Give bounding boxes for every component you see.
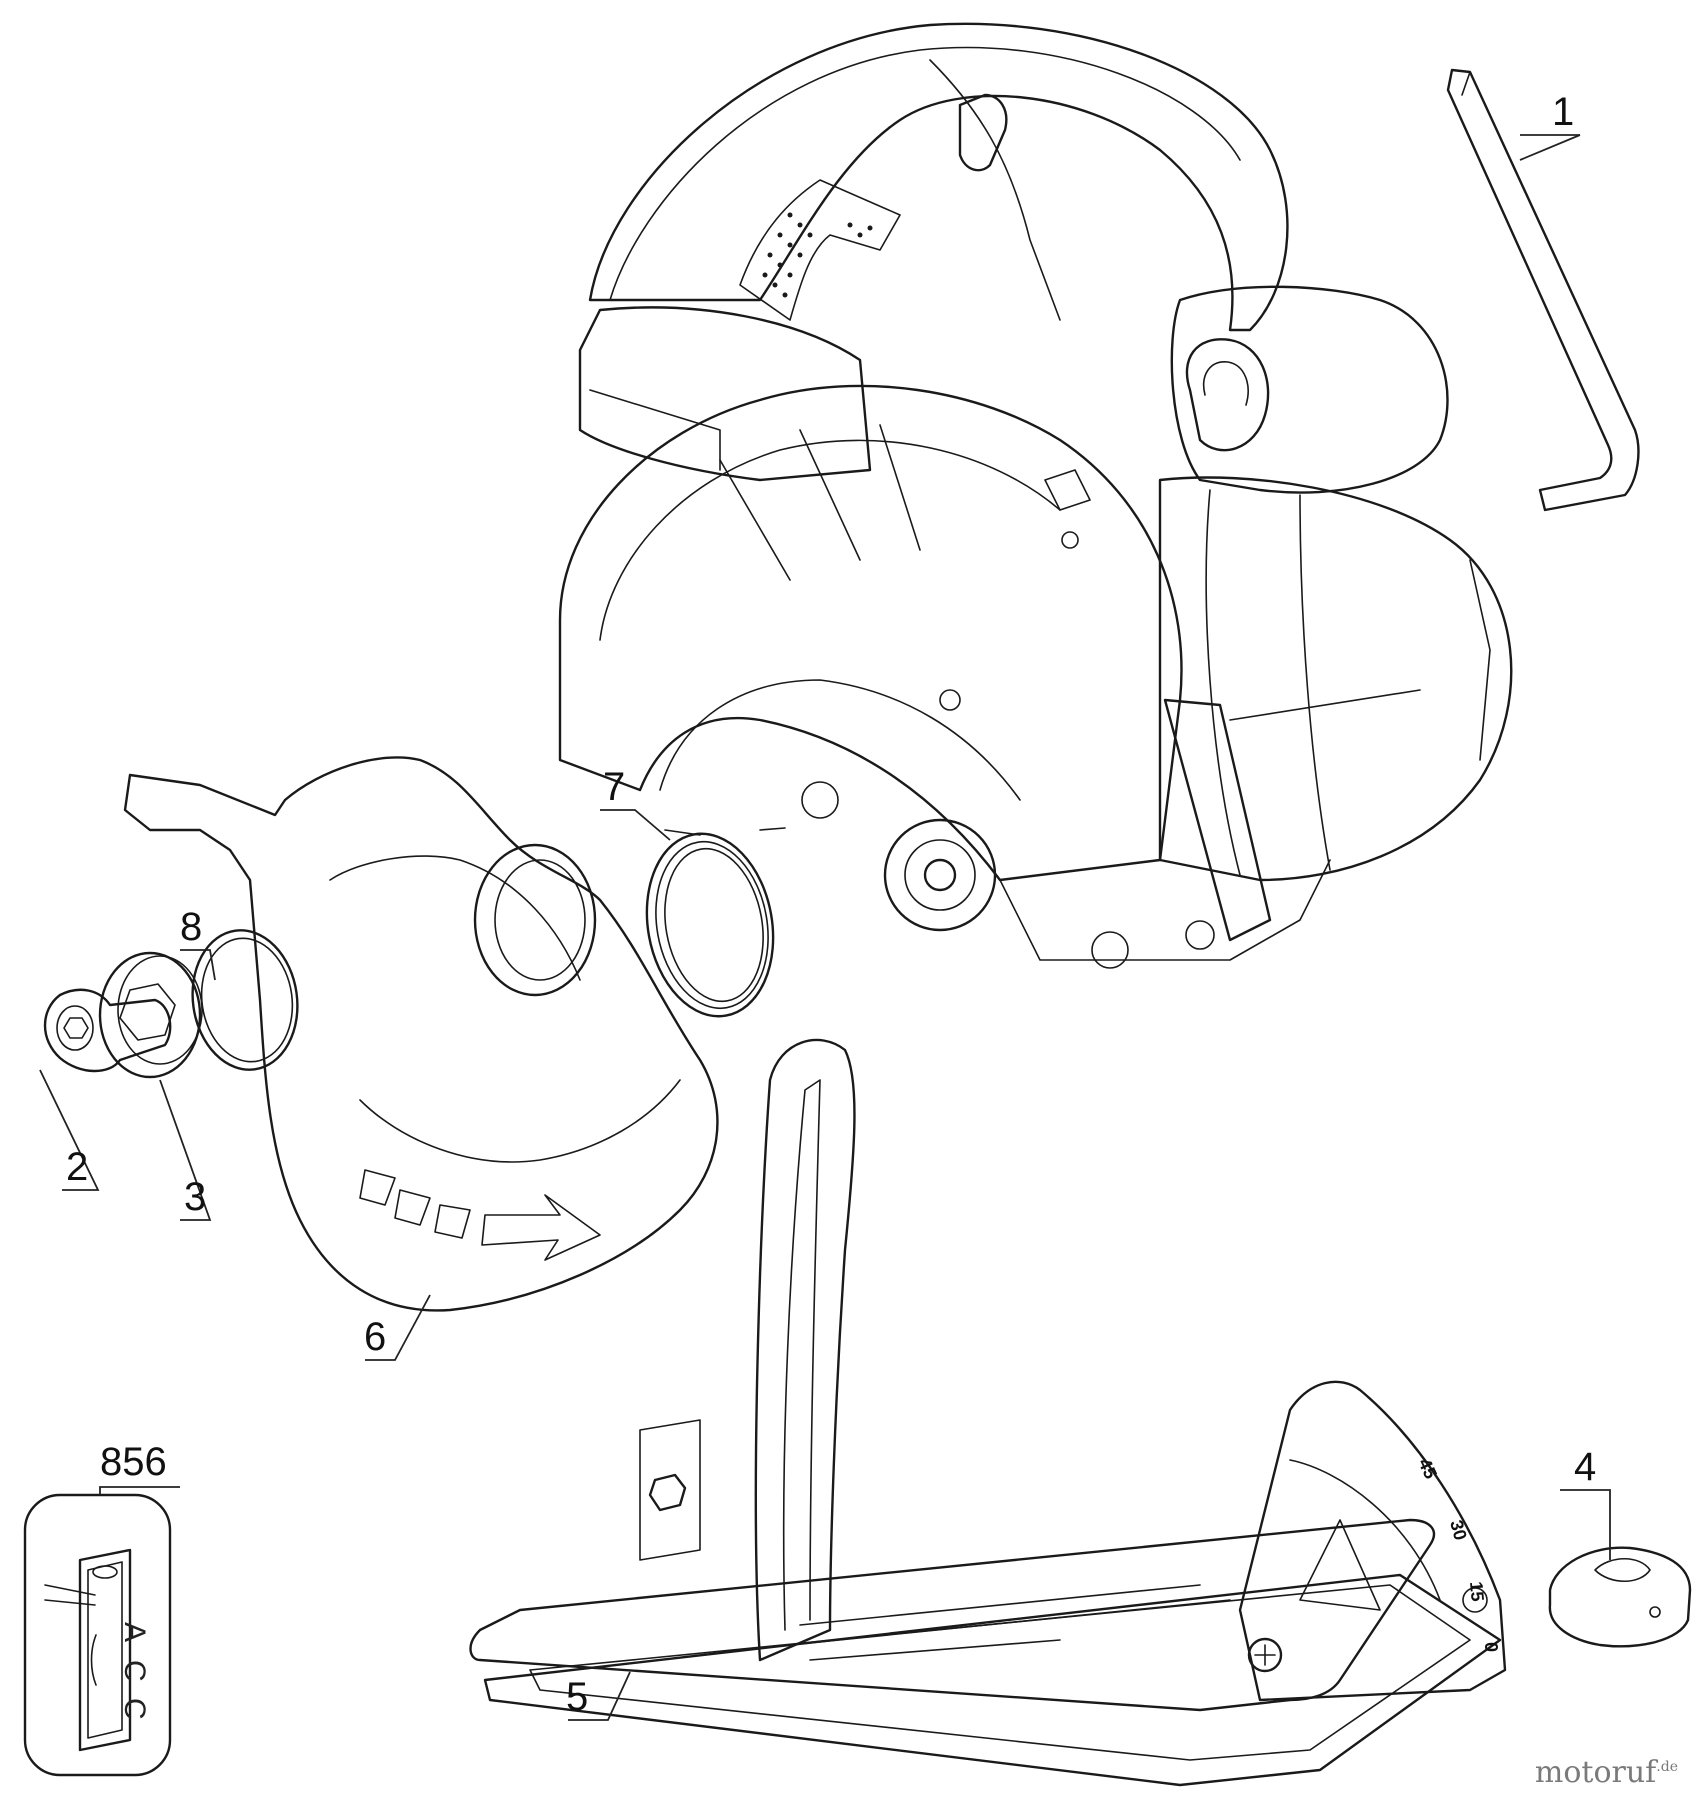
label-part-2: 2 (66, 1145, 88, 1189)
part-7-spring (645, 827, 786, 1018)
label-part-3: 3 (184, 1175, 206, 1219)
label-part-7: 7 (603, 765, 625, 809)
tag-letter-c2: C (118, 1698, 151, 1720)
tag-letter-c1: C (118, 1660, 151, 1682)
bevel-mark-0: 0 (1481, 1642, 1501, 1652)
part-4-knob (1548, 1546, 1692, 1648)
watermark-suffix: .de (1656, 1759, 1678, 1775)
bevel-mark-30: 30 (1446, 1518, 1471, 1543)
label-part-4: 4 (1574, 1445, 1596, 1489)
label-part-8: 8 (180, 905, 202, 949)
bevel-mark-15: 15 (1466, 1581, 1488, 1603)
label-part-856: 856 (100, 1440, 167, 1484)
part-8-ring (191, 929, 299, 1071)
label-part-1: 1 (1552, 90, 1574, 134)
watermark-name: motoruf (1534, 1755, 1657, 1790)
part-856-accessory-tag: A C C (23, 1493, 172, 1777)
part-3-outer-washer (98, 951, 203, 1079)
label-part-5: 5 (566, 1675, 588, 1719)
tag-letter-a: A (118, 1622, 151, 1642)
part-1-hex-key (1446, 68, 1640, 512)
part-6-lower-guard (123, 756, 719, 1312)
part-5-base-shoe: 45 30 15 0 (469, 1038, 1507, 1787)
label-part-6: 6 (364, 1315, 386, 1359)
part-2-blade-bolt (43, 988, 172, 1073)
saw-body-assembly (558, 22, 1513, 969)
grip-texture (762, 212, 873, 298)
watermark: motoruf.de (1535, 1755, 1678, 1790)
callouts: 1 2 3 4 5 6 7 8 856 (39, 90, 1611, 1721)
